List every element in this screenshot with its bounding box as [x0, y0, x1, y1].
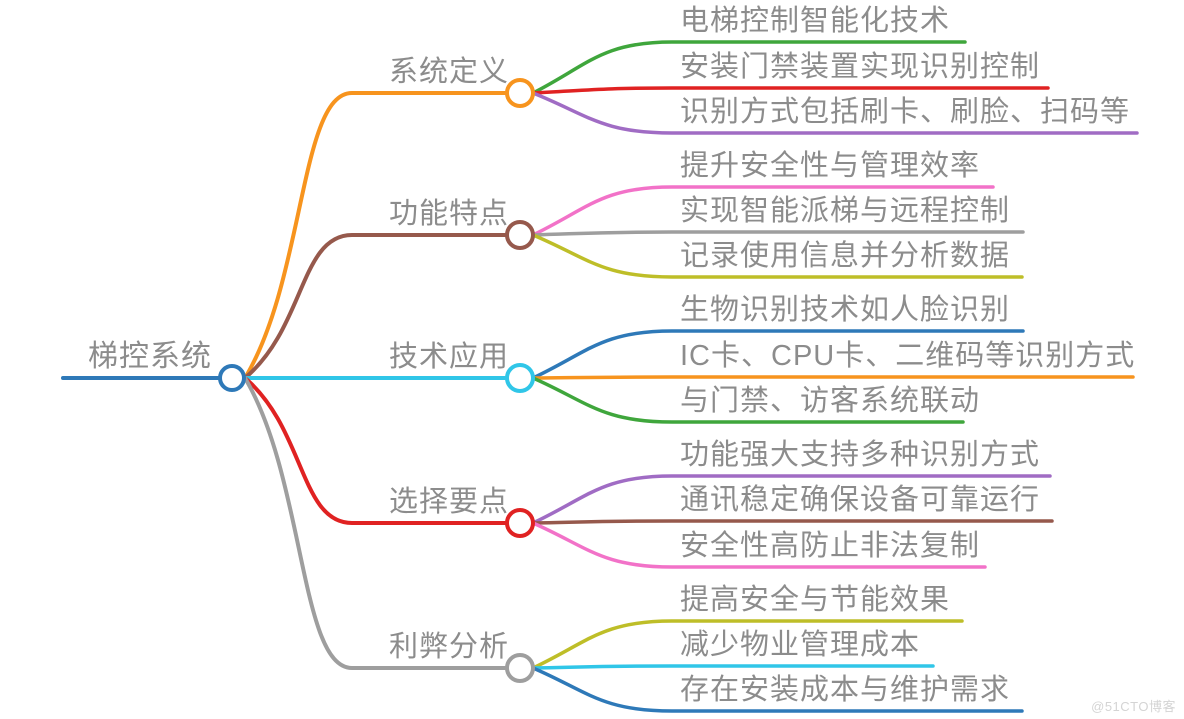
branch-node-circle — [505, 508, 535, 538]
root-node-circle — [218, 364, 246, 392]
branch-label-functional-features: 功能特点 — [389, 198, 510, 230]
leaf-connector — [531, 519, 1054, 525]
branch-label-technology-application: 技术应用 — [389, 341, 510, 373]
leaf-label: 提高安全与节能效果 — [680, 584, 951, 616]
leaf-connector — [531, 521, 987, 569]
leaf-connector — [531, 376, 965, 424]
leaf-connector — [531, 619, 964, 670]
leaf-label: 与门禁、访客系统联动 — [680, 385, 981, 417]
leaf-label: 减少物业管理成本 — [680, 629, 921, 661]
leaf-label: 实现智能派梯与远程控制 — [680, 195, 1011, 227]
branch-connector — [243, 91, 508, 380]
branch-label-pros-cons-analysis: 利弊分析 — [389, 631, 510, 663]
leaf-label: 识别方式包括刷卡、刷脸、扫码等 — [680, 96, 1131, 128]
leaf-label: 电梯控制智能化技术 — [680, 5, 951, 37]
branch-connector — [243, 233, 508, 380]
leaf-connector — [531, 375, 1135, 380]
watermark: @51CTO博客 — [1091, 699, 1176, 714]
leaf-connector — [531, 86, 1050, 95]
branch-node-circle — [505, 220, 535, 250]
branch-node-circle — [505, 653, 535, 683]
leaf-label: 提升安全性与管理效率 — [680, 150, 981, 182]
leaf-label: IC卡、CPU卡、二维码等识别方式 — [680, 340, 1136, 372]
leaf-connector — [531, 40, 967, 95]
leaf-label: 生物识别技术如人脸识别 — [680, 294, 1011, 326]
leaf-label: 记录使用信息并分析数据 — [680, 240, 1011, 272]
leaf-label: 通讯稳定确保设备可靠运行 — [680, 484, 1041, 516]
branch-label-system-definition: 系统定义 — [389, 56, 510, 88]
leaf-connector — [531, 664, 935, 670]
leaf-label: 功能强大支持多种识别方式 — [680, 439, 1041, 471]
leaf-connector — [531, 474, 1052, 525]
leaf-connector — [531, 233, 1024, 279]
leaf-connector — [531, 666, 1024, 713]
leaf-label: 安全性高防止非法复制 — [680, 530, 981, 562]
leaf-label: 安装门禁装置实现识别控制 — [680, 51, 1041, 83]
leaf-connector — [531, 230, 1025, 237]
leaf-connector — [531, 185, 995, 237]
leaf-connector — [531, 329, 1025, 380]
branch-node-circle — [505, 78, 535, 108]
branch-label-selection-points: 选择要点 — [389, 486, 510, 518]
branch-connector — [243, 376, 508, 670]
branch-connector — [243, 376, 508, 525]
root-node-label: 梯控系统 — [88, 340, 212, 373]
leaf-connector — [531, 91, 1139, 135]
leaf-label: 存在安装成本与维护需求 — [680, 674, 1011, 706]
branch-node-circle — [505, 363, 535, 393]
